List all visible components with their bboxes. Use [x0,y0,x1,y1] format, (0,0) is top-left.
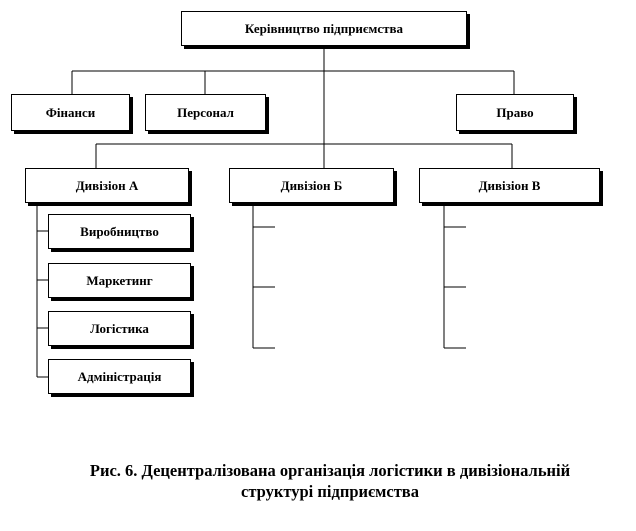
unit-box-production: Виробництво [48,214,191,249]
division-box-a: Дивізіон А [25,168,189,203]
unit-box-marketing: Маркетинг [48,263,191,298]
staff-label-law: Право [496,104,534,120]
figure-caption: Рис. 6. Децентралізована організація лог… [40,460,620,502]
caption-line-2: структурі підприємства [241,482,419,501]
root-box: Керівництво підприємства [181,11,467,46]
staff-box-law: Право [456,94,574,131]
unit-box-logistics: Логістика [48,311,191,346]
unit-label-production: Виробництво [80,223,159,239]
division-box-b: Дивізіон Б [229,168,394,203]
staff-box-finance: Фінанси [11,94,130,131]
staff-label-personnel: Персонал [177,104,234,120]
staff-label-finance: Фінанси [45,104,96,120]
connector-lines [36,46,515,378]
root-label: Керівництво підприємства [244,20,404,36]
division-label-a: Дивізіон А [75,177,139,193]
staff-box-personnel: Персонал [145,94,266,131]
caption-line-1: Рис. 6. Децентралізована організація лог… [89,461,571,480]
division-label-b: Дивізіон Б [280,177,343,193]
division-box-c: Дивізіон В [419,168,600,203]
unit-label-logistics: Логістика [90,320,149,336]
unit-label-administration: Адміністрація [77,368,162,384]
org-chart: Керівництво підприємства Фінанси Персона… [11,11,600,394]
division-label-c: Дивізіон В [478,177,541,193]
unit-box-administration: Адміністрація [48,359,191,394]
unit-label-marketing: Маркетинг [86,272,153,288]
